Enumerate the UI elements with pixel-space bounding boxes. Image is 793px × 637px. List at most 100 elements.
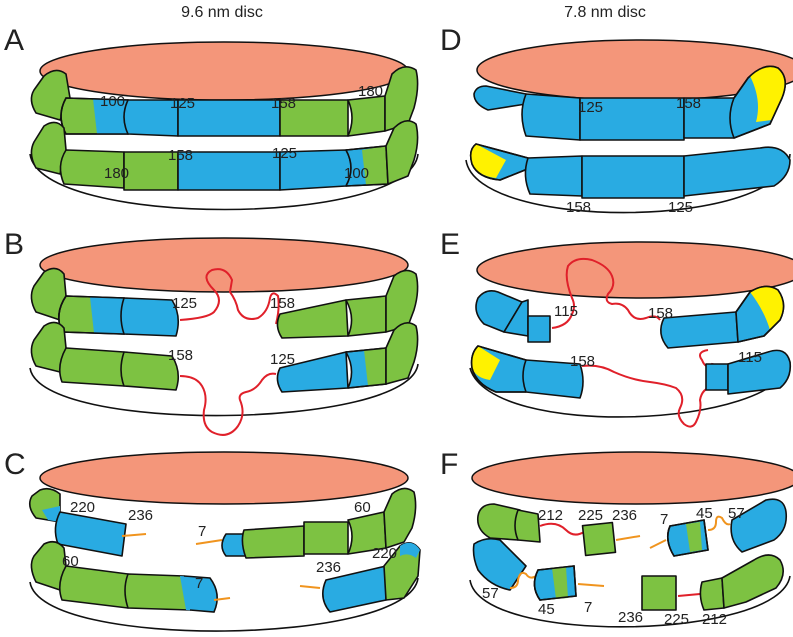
helix-outline bbox=[58, 295, 125, 335]
helix-a-top-seg3 bbox=[177, 99, 281, 137]
helix-d-bot-seg2 bbox=[581, 155, 685, 199]
helix-b-bl-seg2 bbox=[120, 351, 180, 391]
panel-letter-e: E bbox=[440, 228, 460, 261]
yellow-end-bot bbox=[470, 144, 506, 178]
helix-f-br-end bbox=[721, 554, 784, 609]
helix-b-bl-seg1 bbox=[58, 347, 125, 387]
helix-a-bot-seg1 bbox=[59, 149, 125, 189]
residue-label: 158 bbox=[168, 147, 193, 164]
helix-a-bot-right-end bbox=[385, 120, 419, 185]
helix-outline bbox=[469, 143, 531, 181]
helix-c-br-seg1 bbox=[322, 565, 387, 613]
belt-outline-b bbox=[29, 363, 419, 417]
residue-label: 158 bbox=[570, 353, 595, 370]
yellow-end-top bbox=[750, 66, 786, 122]
yellow-end-bot bbox=[471, 346, 500, 380]
helix-outline bbox=[533, 565, 577, 601]
helix-f-tr-end bbox=[730, 498, 788, 553]
helix-c-bl-end bbox=[30, 540, 67, 591]
helix-outline bbox=[470, 345, 527, 393]
helix-e-tr-seg1 bbox=[660, 311, 739, 349]
residue-label: 125 bbox=[578, 99, 603, 116]
residue-label: 125 bbox=[170, 95, 195, 112]
blue-patch bbox=[180, 576, 218, 612]
residue-label: 57 bbox=[482, 585, 499, 602]
panel-letter-b: B bbox=[4, 228, 24, 261]
helix-c-tm-start bbox=[221, 533, 247, 557]
helix-b-bl-end bbox=[30, 321, 67, 373]
residue-label: 125 bbox=[172, 295, 197, 312]
helix-c-tl-seg1 bbox=[54, 511, 127, 557]
helix-outline bbox=[666, 519, 709, 557]
orange-tail bbox=[649, 539, 667, 549]
title-9-6nm: 9.6 nm disc bbox=[181, 4, 263, 21]
green-patch bbox=[362, 146, 388, 185]
orange-tail bbox=[509, 571, 537, 589]
residue-label: 225 bbox=[664, 611, 689, 628]
panel-b: B 125 158 158 125 bbox=[4, 228, 419, 436]
residue-label: 180 bbox=[104, 165, 129, 182]
residue-label: 212 bbox=[702, 611, 727, 628]
helix-b-tl-end bbox=[30, 267, 67, 321]
helix-b-br-end bbox=[385, 322, 419, 385]
panel-letter-c: C bbox=[4, 448, 26, 481]
helix-a-top-seg2 bbox=[123, 99, 179, 137]
residue-label: 100 bbox=[344, 165, 369, 182]
residue-label: 7 bbox=[660, 511, 668, 528]
orange-tail bbox=[195, 539, 223, 545]
helix-c-tm-end bbox=[383, 487, 417, 549]
helix-d-top-left-end bbox=[473, 85, 527, 111]
red-loop-bottom bbox=[581, 349, 722, 428]
residue-label: 115 bbox=[738, 349, 762, 366]
helix-d-bot-seg1 bbox=[524, 155, 583, 197]
yellow-end-top bbox=[750, 286, 784, 330]
blue-patch bbox=[93, 99, 128, 134]
green-patch bbox=[552, 567, 568, 599]
residue-label: 45 bbox=[696, 505, 713, 522]
helix-f-tl-end bbox=[476, 503, 521, 541]
helix-a-bot-seg3 bbox=[177, 151, 281, 191]
panel-letter-f: F bbox=[440, 448, 458, 481]
helix-e-tl-end bbox=[475, 290, 523, 333]
residue-label: 180 bbox=[358, 83, 383, 100]
helix-b-tr-seg1 bbox=[276, 299, 349, 339]
panel-letter-a: A bbox=[4, 24, 24, 57]
orange-tail bbox=[121, 533, 147, 537]
helix-b-tr-seg2 bbox=[345, 295, 387, 337]
helix-d-bot-seg3 bbox=[683, 146, 791, 197]
green-patch bbox=[364, 348, 386, 386]
helix-a-top-seg5 bbox=[347, 95, 386, 137]
red-loop-top bbox=[551, 257, 661, 329]
title-7-8nm: 7.8 nm disc bbox=[564, 4, 646, 21]
residue-label: 45 bbox=[538, 601, 555, 618]
helix-a-top-seg4 bbox=[279, 99, 349, 137]
red-loop bbox=[677, 593, 701, 597]
panel-e: E 115 158 158 115 bbox=[440, 228, 793, 428]
helix-a-bot-seg2 bbox=[123, 151, 179, 191]
residue-label: 236 bbox=[618, 609, 643, 626]
helix-f-bl-end bbox=[472, 537, 527, 591]
residue-label: 236 bbox=[128, 507, 153, 524]
helix-c-tm-seg1 bbox=[241, 525, 305, 559]
residue-label: 158 bbox=[168, 347, 193, 364]
panel-a: A 100 125 158 180 158 125 180 100 bbox=[4, 24, 419, 211]
helix-e-br-end bbox=[727, 349, 792, 395]
helix-d-top-seg3 bbox=[683, 97, 735, 139]
helix-f-br-seg bbox=[699, 577, 725, 611]
residue-label: 7 bbox=[195, 575, 203, 592]
helix-c-bl-seg1 bbox=[58, 565, 129, 609]
orange-tail bbox=[299, 585, 321, 589]
lipid-disc-b bbox=[39, 237, 409, 293]
residue-label: 220 bbox=[372, 545, 397, 562]
red-loop bbox=[539, 522, 585, 536]
helix-f-square bbox=[581, 521, 617, 557]
residue-label: 115 bbox=[554, 303, 578, 320]
residue-label: 7 bbox=[198, 523, 206, 540]
green-patch bbox=[686, 522, 702, 552]
residue-label: 158 bbox=[676, 95, 701, 112]
residue-label: 225 bbox=[578, 507, 603, 524]
helix-a-top-right-end bbox=[384, 66, 419, 132]
panel-d: D 125 158 158 125 bbox=[440, 24, 793, 216]
panel-c: C 220 236 7 60 60 7 236 220 bbox=[4, 448, 421, 632]
